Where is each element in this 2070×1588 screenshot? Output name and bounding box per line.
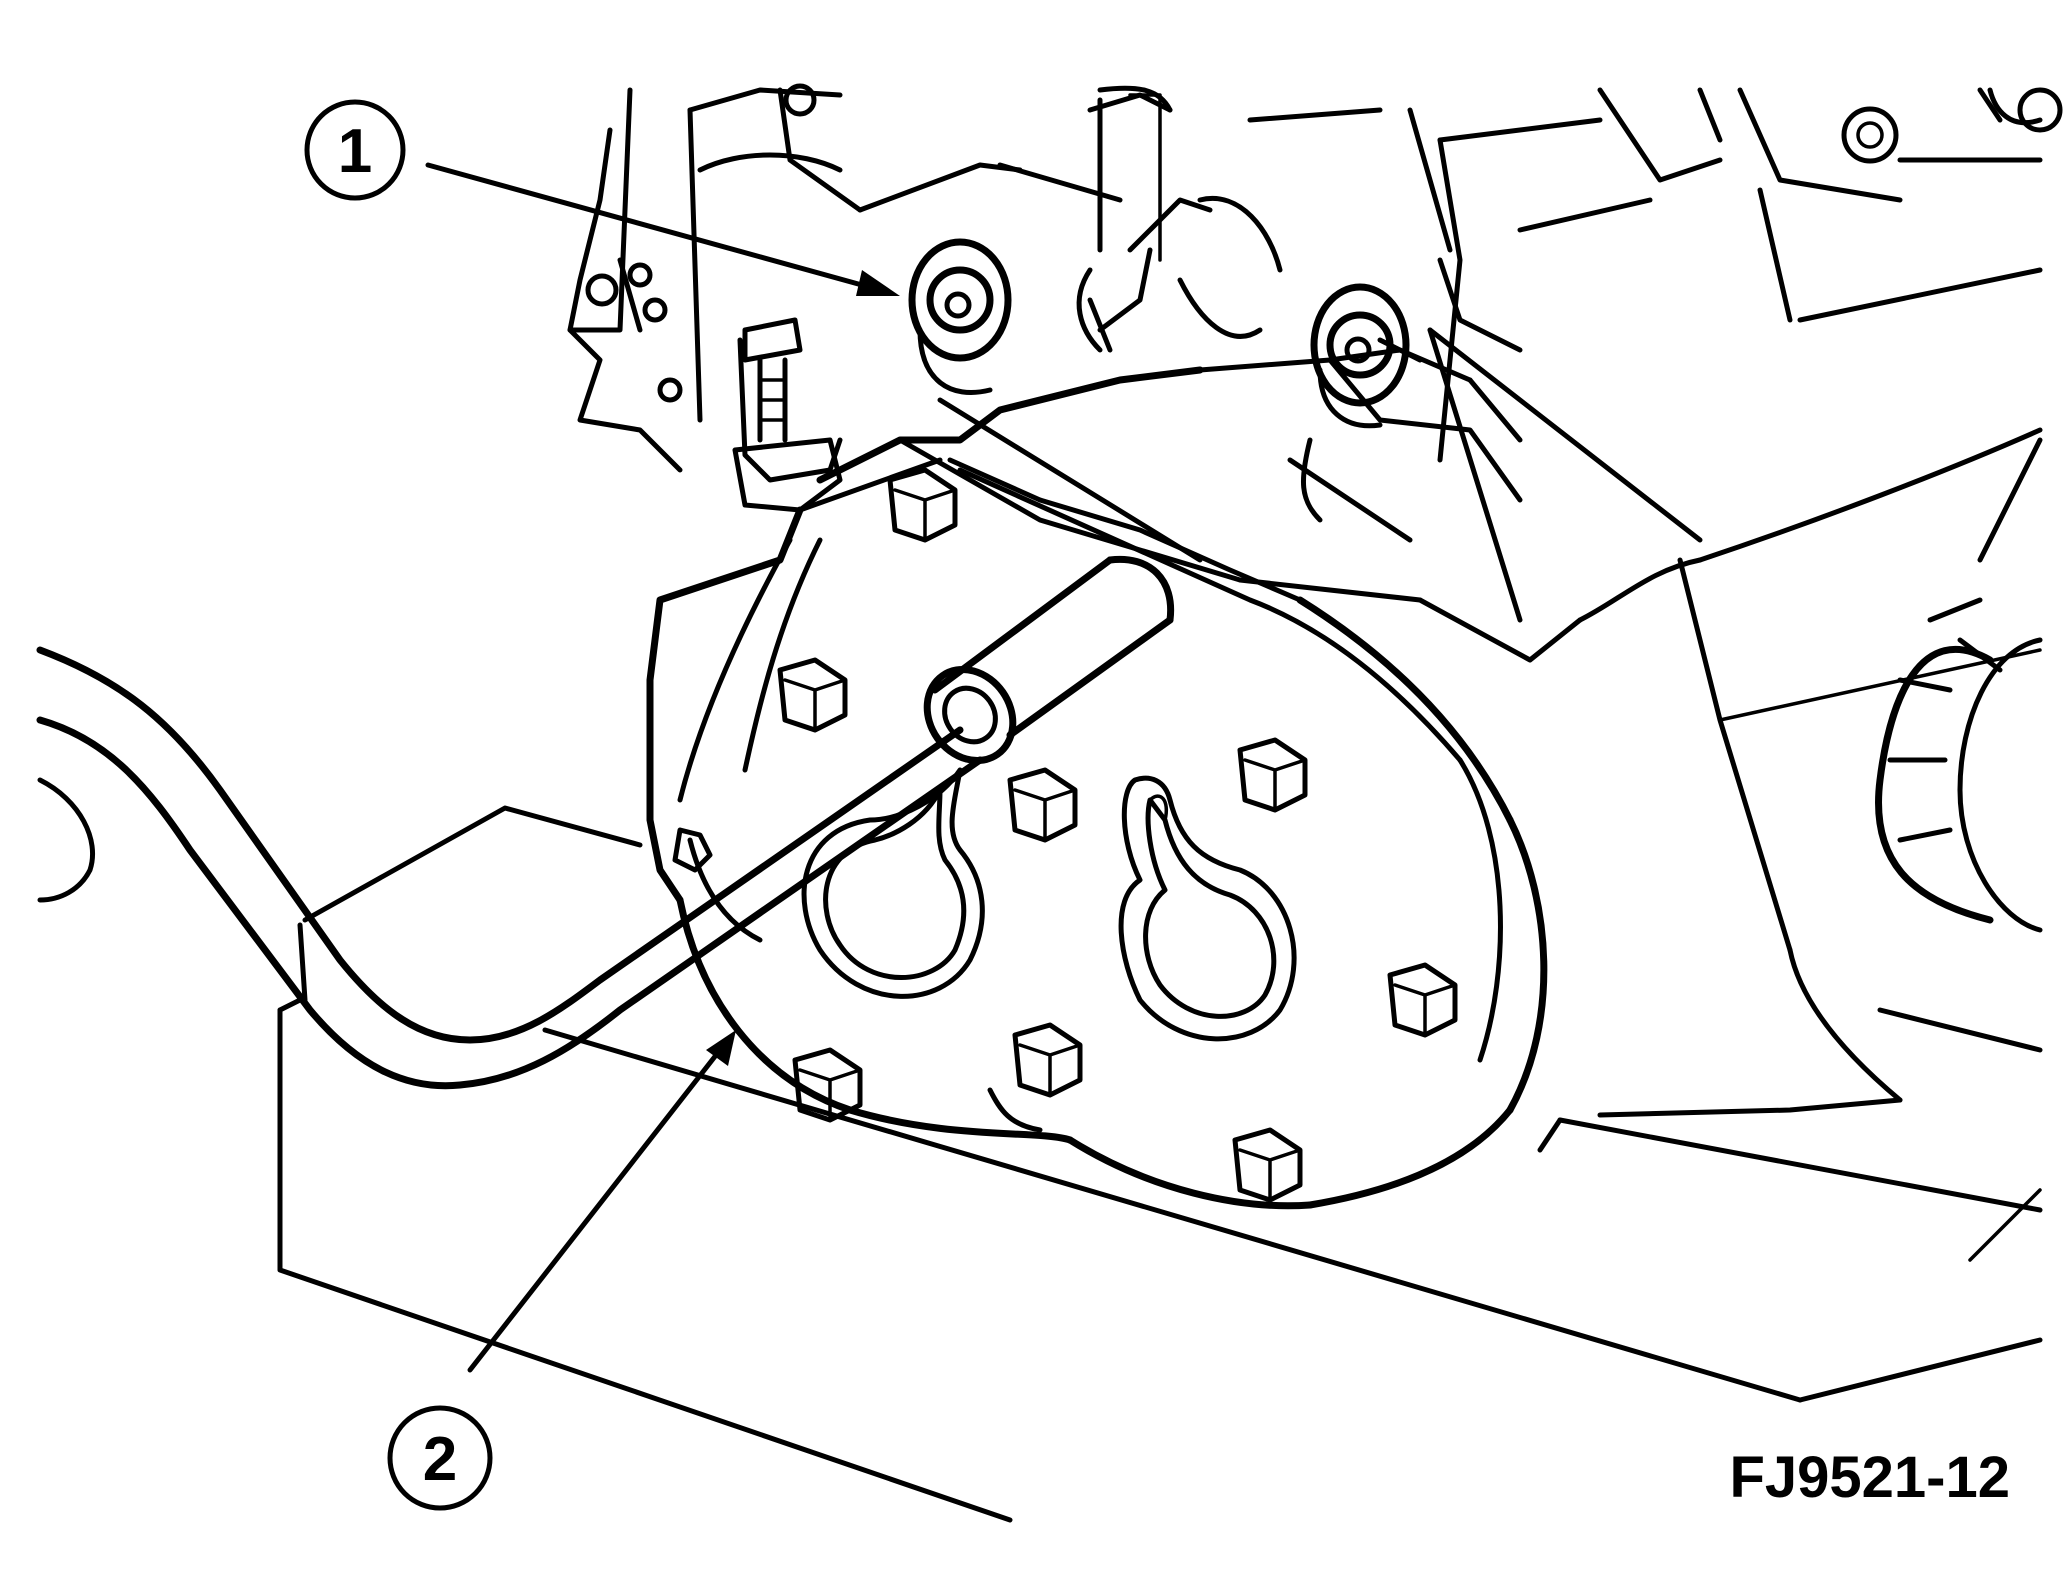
hex-bolt — [887, 467, 958, 543]
adapter-housing — [816, 196, 1583, 663]
callout-2-label: 2 — [423, 1425, 457, 1494]
leader-line-2 — [467, 1047, 723, 1373]
callout-2: 2 — [387, 1030, 736, 1511]
keyhole-opening — [801, 767, 985, 999]
hex-bolt — [1237, 737, 1308, 813]
keyhole-opening — [1118, 775, 1297, 1042]
slide-hammer-tool — [36, 555, 1175, 1090]
bracket-studs — [732, 317, 843, 513]
engine-block — [567, 83, 2063, 1153]
figure-id: FJ9521-12 — [1729, 1445, 2010, 1510]
callout-1: 1 — [304, 99, 900, 296]
hex-bolt — [1232, 1127, 1303, 1203]
callout-1-label: 1 — [338, 117, 372, 186]
hex-bolt — [777, 657, 848, 733]
leader-arrow-2 — [706, 1030, 736, 1066]
extension-housing — [646, 457, 1548, 1210]
hex-bolt — [1007, 767, 1078, 843]
support-block — [277, 805, 2043, 1523]
leader-arrow-1 — [856, 270, 900, 296]
hex-bolt — [1012, 1022, 1083, 1098]
leader-line-1 — [425, 162, 883, 293]
hex-bolt — [1387, 962, 1458, 1038]
hex-bolt — [792, 1047, 863, 1123]
output-yoke — [1875, 597, 2043, 933]
